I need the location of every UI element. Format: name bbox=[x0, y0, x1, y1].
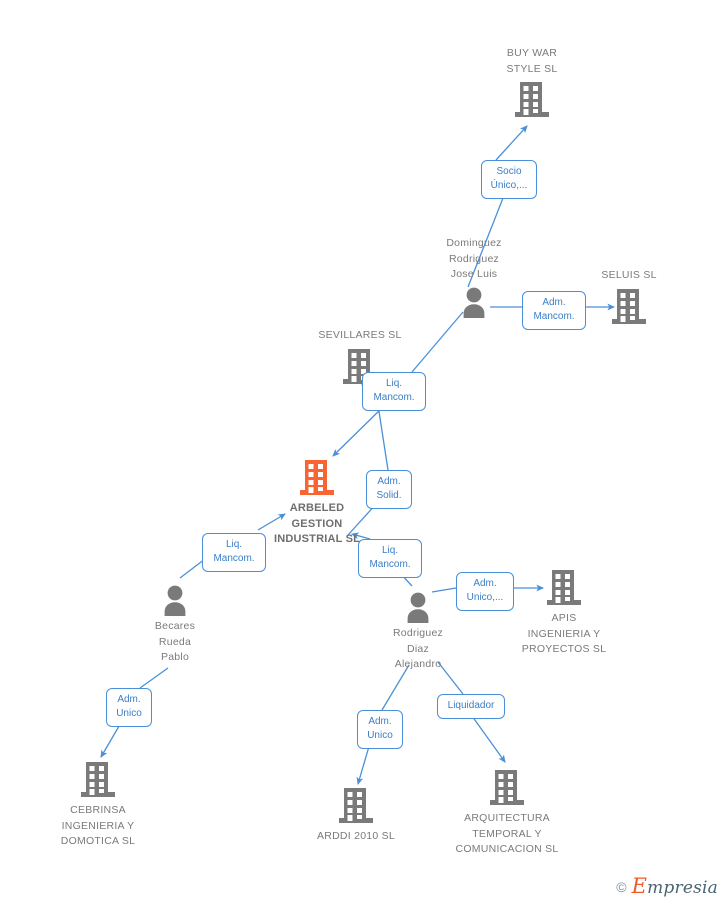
building-icon bbox=[612, 288, 646, 324]
person-icon bbox=[463, 287, 485, 318]
relation-label-r5[interactable]: Liq. Mancom. bbox=[202, 533, 266, 572]
relation-label-r8[interactable]: Adm. Unico bbox=[106, 688, 152, 727]
node-becares[interactable]: Becares Rueda Pablo bbox=[115, 584, 235, 666]
edge-becares-to-adm-unico-cebrinsa bbox=[139, 667, 169, 689]
edge-liquidador-to-arquitectura bbox=[471, 715, 506, 763]
node-dominguez[interactable]: Dominguez Rodriguez Jose Luis bbox=[414, 236, 534, 318]
person-icon bbox=[164, 585, 186, 616]
building-icon bbox=[490, 770, 524, 805]
person-icon-wrap bbox=[115, 584, 235, 616]
building-icon-wrap bbox=[447, 768, 567, 808]
empresia-watermark: © Empresia bbox=[616, 876, 718, 897]
node-label: ARQUITECTURA TEMPORAL Y COMUNICACION SL bbox=[455, 812, 559, 855]
node-apis[interactable]: APIS INGENIERIA Y PROYECTOS SL bbox=[504, 568, 624, 658]
edge-socio-unico-to-buywar bbox=[495, 125, 528, 161]
brand-initial: E bbox=[631, 874, 648, 898]
person-icon-wrap bbox=[414, 286, 534, 318]
building-icon bbox=[515, 82, 549, 117]
node-label: BUY WAR STYLE SL bbox=[506, 47, 558, 75]
brand-rest: mpresia bbox=[647, 878, 718, 898]
node-arddi[interactable]: ARDDI 2010 SL bbox=[296, 786, 416, 845]
node-label: Rodriguez Diaz Alejandro bbox=[392, 627, 444, 670]
copyright-symbol: © bbox=[616, 878, 627, 895]
node-label: Dominguez Rodriguez Jose Luis bbox=[446, 237, 502, 280]
relation-label-r7[interactable]: Adm. Unico,... bbox=[456, 572, 514, 611]
building-icon bbox=[547, 570, 581, 605]
node-sevillares[interactable]: SEVILLARES SL bbox=[300, 328, 420, 387]
node-rodriguez[interactable]: Rodriguez Diaz Alejandro bbox=[358, 591, 478, 673]
node-label: Becares Rueda Pablo bbox=[154, 620, 196, 663]
edge-liq-mancom-sevi-to-arbeled bbox=[332, 404, 386, 457]
node-label: SEVILLARES SL bbox=[318, 329, 402, 341]
building-icon bbox=[339, 788, 373, 823]
node-arquitectura[interactable]: ARQUITECTURA TEMPORAL Y COMUNICACION SL bbox=[447, 768, 567, 858]
node-buywar[interactable]: BUY WAR STYLE SL bbox=[472, 46, 592, 120]
building-icon bbox=[81, 762, 115, 797]
node-cebrinsa[interactable]: CEBRINSA INGENIERIA Y DOMOTICA SL bbox=[38, 760, 158, 850]
building-icon-wrap bbox=[569, 287, 689, 327]
building-icon-wrap bbox=[38, 760, 158, 800]
person-icon-wrap bbox=[358, 591, 478, 623]
edge-adm-unico-to-arddi bbox=[356, 742, 371, 786]
node-label: SELUIS SL bbox=[601, 269, 657, 281]
node-label: APIS INGENIERIA Y PROYECTOS SL bbox=[521, 612, 607, 655]
relation-label-r3[interactable]: Liq. Mancom. bbox=[362, 372, 426, 411]
node-arbeled[interactable]: ARBELED GESTION INDUSTRIAL SL bbox=[257, 458, 377, 548]
relation-label-r2[interactable]: Adm. Mancom. bbox=[522, 291, 586, 330]
building-icon-wrap bbox=[504, 568, 624, 608]
relation-label-r9[interactable]: Adm. Unico bbox=[357, 710, 403, 749]
relation-label-r6[interactable]: Liq. Mancom. bbox=[358, 539, 422, 578]
relation-label-r4[interactable]: Adm. Solid. bbox=[366, 470, 412, 509]
relation-label-r10[interactable]: Liquidador bbox=[437, 694, 505, 719]
building-icon-wrap bbox=[296, 786, 416, 826]
building-icon-wrap bbox=[472, 80, 592, 120]
building-icon-wrap bbox=[257, 458, 377, 498]
edge-dominguez-adm-solid-line bbox=[377, 404, 389, 471]
node-label: CEBRINSA INGENIERIA Y DOMOTICA SL bbox=[60, 804, 136, 847]
person-icon bbox=[407, 592, 429, 623]
node-seluis[interactable]: SELUIS SL bbox=[569, 268, 689, 327]
relation-label-r1[interactable]: Socio Único,... bbox=[481, 160, 537, 199]
building-icon bbox=[300, 460, 334, 495]
node-label: ARDDI 2010 SL bbox=[317, 830, 395, 842]
brand-wordmark: Empresia bbox=[632, 876, 718, 897]
